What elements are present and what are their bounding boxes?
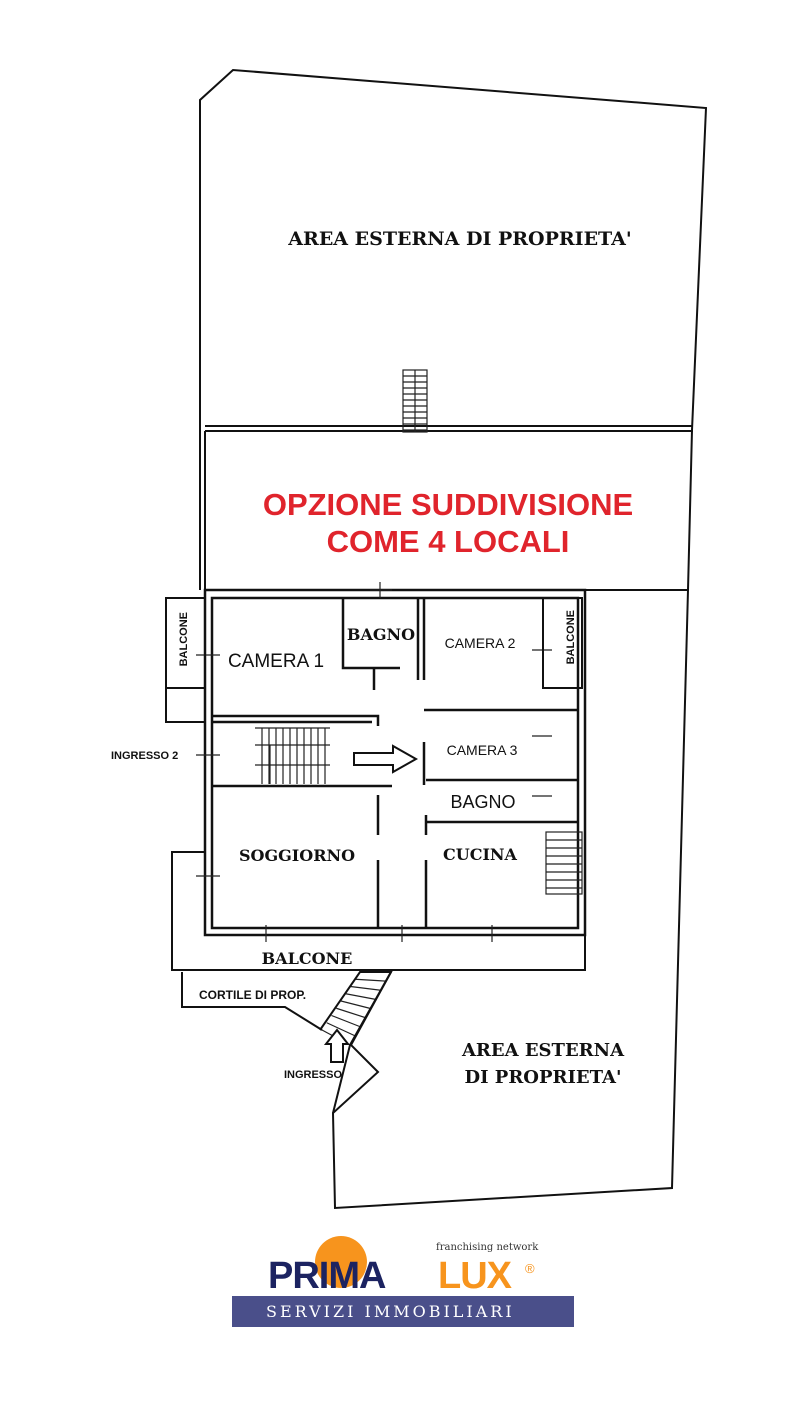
cortile-label: CORTILE DI PROP. xyxy=(199,988,307,1002)
stair-step xyxy=(350,985,381,991)
option-line1: OPZIONE SUDDIVISIONE xyxy=(262,487,634,522)
logo-prima: PRIMA xyxy=(268,1255,386,1297)
bottom-area-line2: DI PROPRIETA' xyxy=(464,1067,622,1088)
logo-registered: ® xyxy=(525,1261,535,1276)
room-bagno2: BAGNO xyxy=(450,792,516,812)
balcone-right: BALCONE xyxy=(565,610,577,665)
stair-step xyxy=(326,1022,356,1037)
room-camera2: CAMERA 2 xyxy=(444,635,516,651)
option-line2: COME 4 LOCALI xyxy=(326,524,570,559)
logo-bar xyxy=(232,1296,574,1327)
house-walls xyxy=(165,582,587,1114)
room-cucina: CUCINA xyxy=(443,845,517,864)
bottom-area-line1: AREA ESTERNA xyxy=(461,1040,625,1061)
logo-subtitle: SERVIZI IMMOBILIARI xyxy=(266,1302,515,1321)
logo-tagline: franchising network xyxy=(436,1242,539,1253)
arrow-right-icon xyxy=(353,744,419,774)
arrow-up-icon xyxy=(323,1028,351,1063)
stair-step xyxy=(336,1007,366,1019)
stair-step xyxy=(340,1000,371,1010)
primalux-logo-shapes xyxy=(232,1236,574,1327)
room-camera3: CAMERA 3 xyxy=(446,742,518,758)
room-bagno1: BAGNO xyxy=(346,625,416,644)
logo-lux: LUX xyxy=(438,1255,512,1297)
room-camera1: CAMERA 1 xyxy=(227,651,325,672)
balcone-left: BALCONE xyxy=(178,612,190,667)
logo-sun xyxy=(315,1236,367,1288)
ingresso2-label: INGRESSO 2 xyxy=(111,750,179,762)
ingresso-label: INGRESSO xyxy=(283,1069,343,1081)
room-soggiorno: SOGGIORNO xyxy=(238,846,356,865)
stair-step xyxy=(345,993,376,1000)
exterior-stair-top xyxy=(402,369,428,433)
balcone-bottom: BALCONE xyxy=(261,949,353,968)
stair-step xyxy=(355,978,386,982)
stair-step xyxy=(331,1014,361,1028)
top-area-label: AREA ESTERNA DI PROPRIETA' xyxy=(288,228,632,250)
